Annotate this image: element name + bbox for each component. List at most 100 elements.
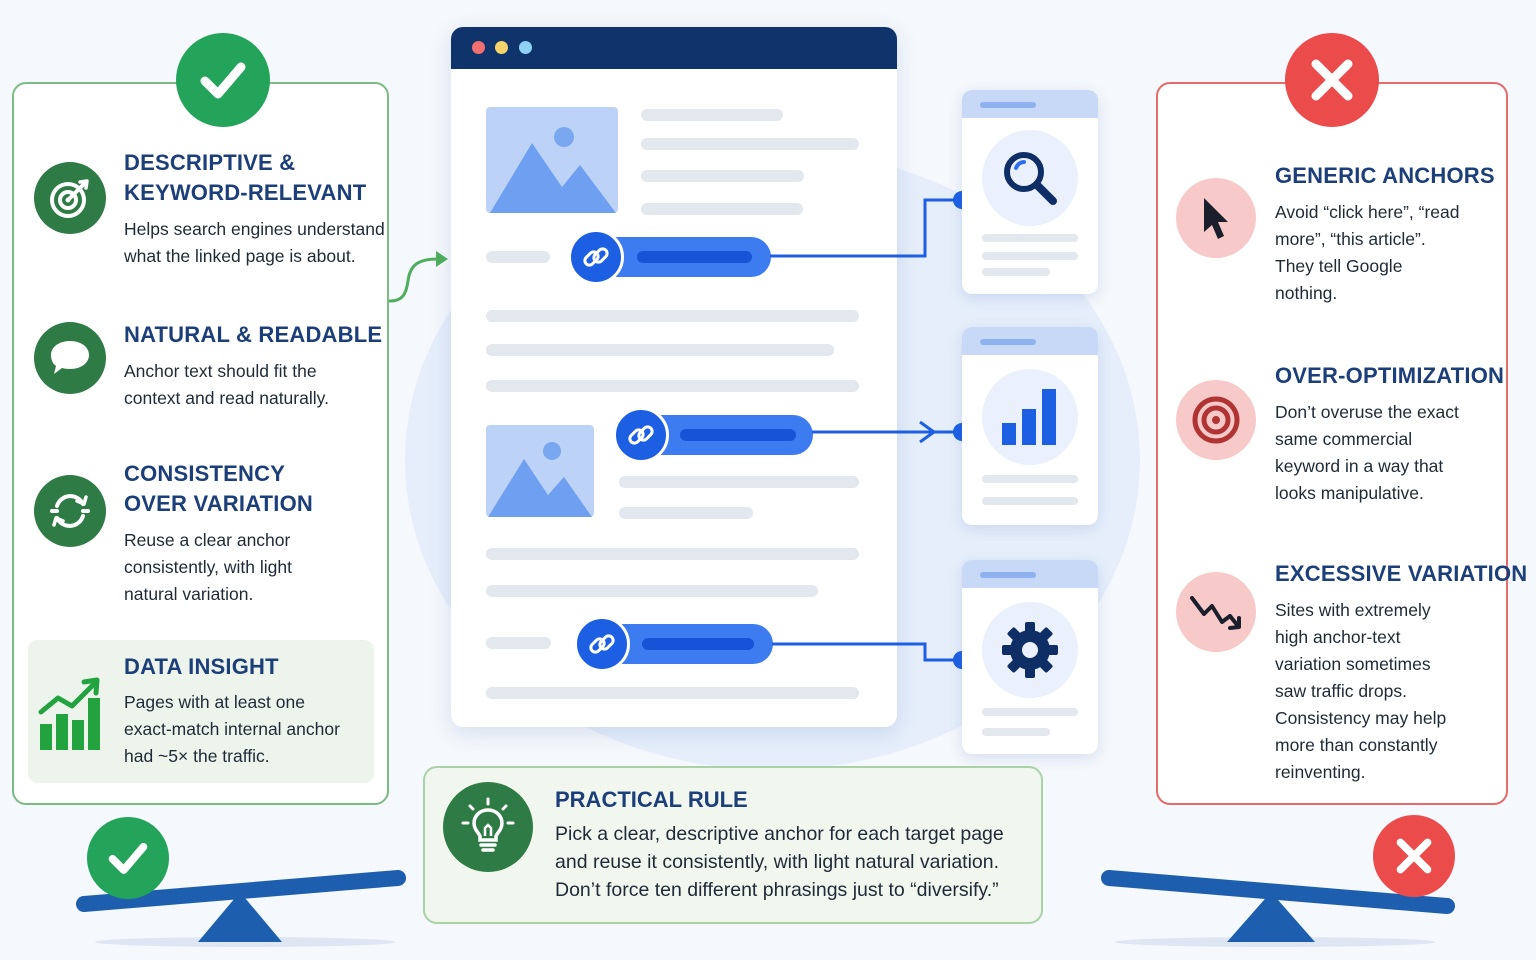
text-line [486,637,551,649]
trend-down-icon-badge [1176,572,1256,652]
bad-desc-overopt: Don’t overuse the exact same commercial … [1275,399,1459,507]
text-line [619,476,859,488]
title-line: OVER VARIATION [124,491,313,516]
desc-line: They tell Google [1275,256,1403,276]
desc-line: more”, “this article”. [1275,229,1426,249]
text-line [486,380,859,392]
gear-icon [1002,622,1058,678]
growth-chart-icon-wrap [38,676,104,752]
link-badge-2 [613,407,669,463]
x-badge [1285,33,1379,127]
desc-line: natural variation. [124,584,254,604]
desc-line: Pages with at least one [124,692,305,712]
bullseye-icon [1192,396,1240,444]
bad-desc-generic: Avoid “click here”, “read more”, “this a… [1275,199,1459,307]
rule-text: Pick a clear, descriptive anchor for eac… [555,820,1004,904]
target-icon-badge [34,162,106,234]
cursor-icon [1204,198,1228,239]
item-title-descriptive: DESCRIPTIVE & KEYWORD-RELEVANT [124,148,366,208]
target-card-analytics[interactable] [962,327,1098,525]
desc-line: Helps search engines understand [124,219,385,239]
link-icon [589,634,615,654]
card-text-line [982,728,1050,736]
desc-line: high anchor-text [1275,627,1401,647]
insight-title: DATA INSIGHT [124,654,279,679]
item-title-natural: NATURAL & READABLE [124,322,383,347]
check-badge-small [87,817,169,899]
item-desc-descriptive: Helps search engines understand what the… [124,216,385,270]
text-line [486,310,859,322]
connector-arrow [388,251,448,303]
browser-titlebar [451,27,897,69]
anchor-text-bar [642,638,754,650]
rule-title: PRACTICAL RULE [555,787,748,812]
text-line [486,585,818,597]
card-text-line [982,708,1078,716]
rule-line: Pick a clear, descriptive anchor for eac… [555,823,1004,845]
card-text-line [982,234,1078,242]
insight-text: Pages with at least one exact-match inte… [124,689,340,770]
window-dot-yellow [495,41,508,54]
card-icon-circle [982,369,1078,465]
x-icon [1396,838,1432,874]
desc-line: Don’t overuse the exact [1275,402,1459,422]
check-icon [108,843,148,874]
desc-line: keyword in a way that [1275,456,1444,476]
image-icon [488,442,592,517]
target-icon [50,179,89,218]
data-insight-box [28,640,374,783]
desc-line: context and read naturally. [124,388,329,408]
link-connectors [770,191,971,669]
text-line [641,170,804,182]
bad-desc-variation: Sites with extremely high anchor-text va… [1275,597,1446,786]
rule-line: Don’t force ten different phrasings just… [555,879,999,901]
text-line [641,109,783,121]
desc-line: reinventing. [1275,762,1366,782]
trend-down-icon [1190,596,1241,630]
title-line: CONSISTENCY [124,461,286,486]
text-line [641,203,803,215]
bad-seesaw [1101,870,1455,947]
desc-line: consistently, with light [124,557,292,577]
cursor-icon-badge [1176,178,1256,258]
title-line: KEYWORD-RELEVANT [124,180,367,205]
search-icon [1004,152,1057,205]
desc-line: Anchor text should fit the [124,361,317,381]
desc-line: Sites with extremely [1275,600,1431,620]
x-icon [1311,59,1353,101]
target-card-settings[interactable] [962,560,1098,754]
text-line [486,687,859,699]
window-dot-red [472,41,485,54]
card-text-line [982,475,1078,483]
desc-line: Avoid “click here”, “read [1275,202,1460,222]
text-line [641,138,859,150]
desc-line: more than constantly [1275,735,1438,755]
good-seesaw [76,870,406,947]
link-badge-1 [568,229,624,285]
anchor-text-bar [680,429,796,441]
text-line [619,507,753,519]
desc-line: Reuse a clear anchor [124,530,291,550]
item-desc-natural: Anchor text should fit the context and r… [124,358,329,412]
bad-title-generic: GENERIC ANCHORS [1275,163,1495,188]
refresh-cycle-icon [50,494,90,528]
link-icon [583,247,609,267]
article-page-mock [451,27,897,727]
card-text-line [982,268,1050,276]
image-icon [490,127,616,213]
bad-title-overopt: OVER-OPTIMIZATION [1275,363,1505,388]
target-card-search[interactable] [962,90,1098,294]
desc-line: same commercial [1275,429,1413,449]
check-badge [176,33,270,127]
desc-line: exact-match internal anchor [124,719,340,739]
image-placeholder [486,107,618,213]
image-placeholder [486,425,594,517]
desc-line: what the linked page is about. [124,246,356,266]
text-line [486,251,550,263]
x-badge-small [1373,815,1455,897]
bullseye-icon-badge [1176,380,1256,460]
card-text-line [982,252,1078,260]
card-header-line [980,572,1036,578]
link-badge-3 [574,616,630,672]
lightbulb-icon [461,797,515,852]
